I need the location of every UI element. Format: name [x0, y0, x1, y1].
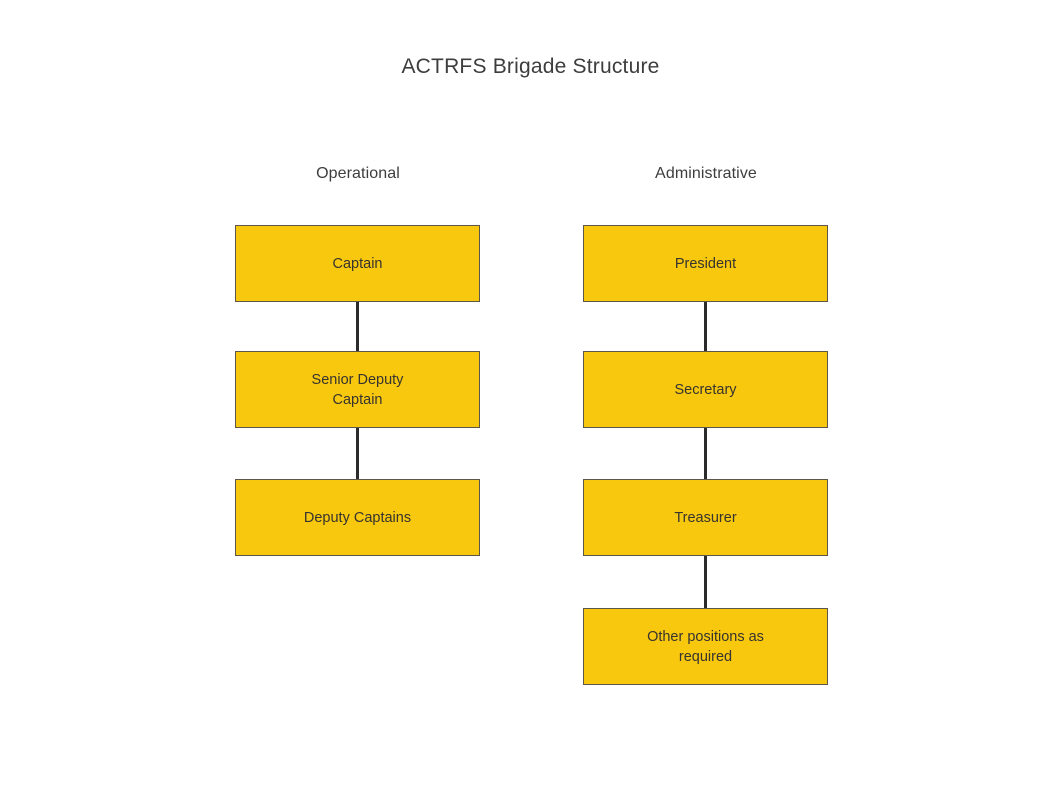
column-header-operational: Operational [316, 165, 400, 182]
node-secretary[interactable]: Secretary [583, 351, 828, 428]
node-label-secretary: Secretary [674, 381, 737, 398]
node-label-treasurer: Treasurer [674, 509, 737, 526]
node-deputy-captains[interactable]: Deputy Captains [235, 479, 480, 556]
node-treasurer[interactable]: Treasurer [583, 479, 828, 556]
connector-treasurer-to-other-positions [704, 556, 707, 608]
node-senior-deputy-captain[interactable]: Senior Deputy Captain [235, 351, 480, 428]
page-title: ACTRFS Brigade Structure [401, 55, 660, 78]
connector-captain-to-senior-deputy-captain [356, 299, 359, 351]
node-captain[interactable]: Captain [235, 225, 480, 302]
connector-senior-deputy-captain-to-deputy-captains [356, 428, 359, 480]
node-other-positions-as-required[interactable]: Other positions as required [583, 608, 828, 685]
column-header-administrative: Administrative [655, 165, 757, 182]
node-label-deputy-captains: Deputy Captains [303, 509, 412, 526]
node-label-captain: Captain [332, 255, 383, 272]
connector-secretary-to-treasurer [704, 428, 707, 480]
node-label-senior-deputy-captain: Senior Deputy Captain [311, 371, 404, 408]
node-label-president: President [674, 255, 737, 272]
node-label-other-positions-as-required: Other positions as required [647, 628, 764, 665]
node-president[interactable]: President [583, 225, 828, 302]
connector-president-to-secretary [704, 299, 707, 351]
